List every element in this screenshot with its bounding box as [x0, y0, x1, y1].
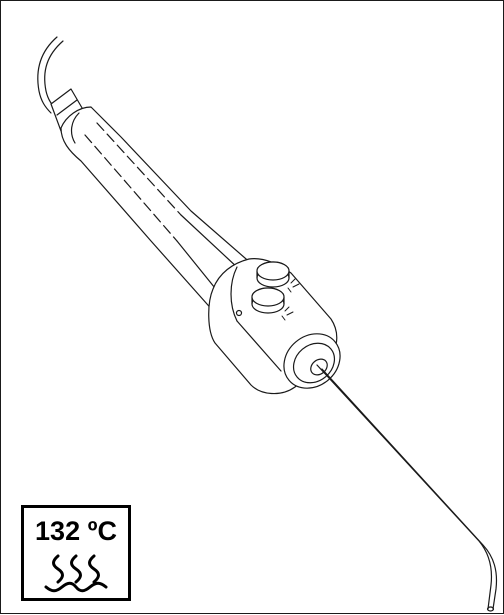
sterilization-symbol: 132 ºC — [21, 505, 131, 601]
sterilization-temperature: 132 ºC — [35, 516, 117, 546]
lower-button — [251, 287, 285, 314]
handle-body — [60, 106, 254, 314]
cannula-tip — [316, 364, 498, 612]
steam-icon — [44, 554, 108, 593]
upper-button — [256, 261, 290, 288]
button-symbols — [281, 278, 300, 321]
